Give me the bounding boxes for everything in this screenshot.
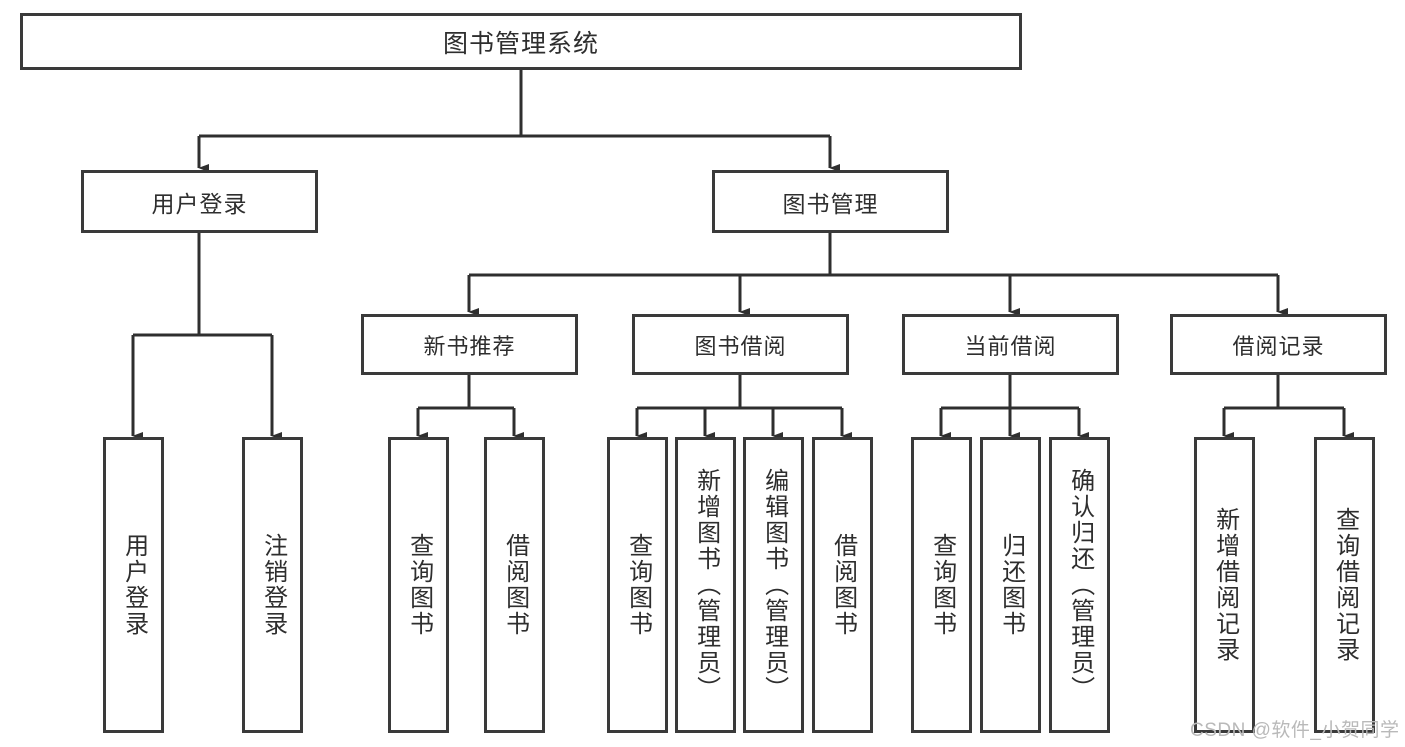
node-current-borrow[interactable]: 当前借阅: [902, 314, 1119, 375]
node-label: 编辑图书（管理员）: [760, 468, 788, 702]
node-leaf-edit-book[interactable]: 编辑图书（管理员）: [743, 437, 804, 733]
node-book-management[interactable]: 图书管理: [712, 170, 949, 233]
node-borrow-record[interactable]: 借阅记录: [1170, 314, 1387, 375]
node-label: 查询图书: [928, 533, 956, 637]
node-label: 归还图书: [997, 533, 1025, 637]
node-leaf-confirm-return[interactable]: 确认归还（管理员）: [1049, 437, 1110, 733]
node-root-system[interactable]: 图书管理系统: [20, 13, 1022, 70]
node-label: 注销登录: [259, 533, 287, 637]
node-label: 图书管理系统: [442, 29, 599, 58]
node-label: 图书借阅: [694, 333, 787, 359]
node-leaf-add-record[interactable]: 新增借阅记录: [1194, 437, 1255, 733]
csdn-watermark: CSDN @软件_小贺同学: [1190, 720, 1400, 741]
node-book-borrow[interactable]: 图书借阅: [632, 314, 849, 375]
node-leaf-query-book-3[interactable]: 查询图书: [911, 437, 972, 733]
node-label: 新增借阅记录: [1211, 507, 1239, 663]
node-label: 查询借阅记录: [1331, 507, 1359, 663]
node-new-book-recommend[interactable]: 新书推荐: [361, 314, 578, 375]
node-label: 查询图书: [405, 533, 433, 637]
node-label: 用户登录: [120, 533, 148, 637]
node-label: 确认归还（管理员）: [1066, 468, 1094, 702]
node-user-login[interactable]: 用户登录: [81, 170, 318, 233]
node-label: 借阅图书: [829, 533, 857, 637]
node-label: 用户登录: [151, 190, 248, 217]
node-leaf-query-book-1[interactable]: 查询图书: [388, 437, 449, 733]
node-label: 查询图书: [624, 533, 652, 637]
node-label: 新增图书（管理员）: [692, 468, 720, 702]
node-leaf-query-book-2[interactable]: 查询图书: [607, 437, 668, 733]
node-leaf-query-record[interactable]: 查询借阅记录: [1314, 437, 1375, 733]
node-label: 图书管理: [782, 190, 879, 217]
node-label: 当前借阅: [964, 333, 1057, 359]
node-leaf-add-book[interactable]: 新增图书（管理员）: [675, 437, 736, 733]
node-leaf-user-login[interactable]: 用户登录: [103, 437, 164, 733]
node-leaf-logout-login[interactable]: 注销登录: [242, 437, 303, 733]
node-leaf-borrow-book-1[interactable]: 借阅图书: [484, 437, 545, 733]
node-label: 借阅图书: [501, 533, 529, 637]
node-leaf-borrow-book-2[interactable]: 借阅图书: [812, 437, 873, 733]
node-label: 借阅记录: [1232, 333, 1325, 359]
node-label: 新书推荐: [423, 333, 516, 359]
node-leaf-return-book[interactable]: 归还图书: [980, 437, 1041, 733]
